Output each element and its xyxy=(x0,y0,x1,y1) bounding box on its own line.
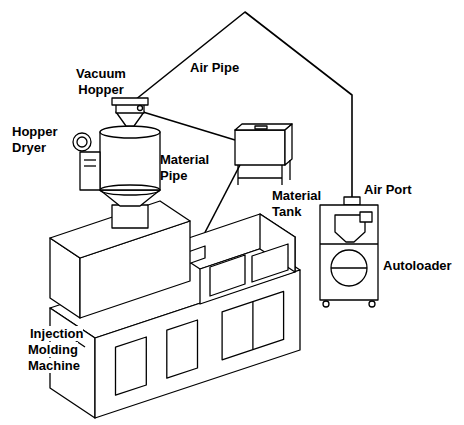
part-label: Vacuum Hopper xyxy=(70,66,132,98)
hopper-dryer xyxy=(73,126,160,228)
label-text: Material Tank xyxy=(272,188,321,219)
label-text: Vacuum Hopper xyxy=(76,66,126,97)
air-pipe xyxy=(135,12,352,197)
label-text: Injection Molding Machine xyxy=(28,326,83,373)
machine-label: Injection Molding Machine xyxy=(28,326,94,374)
label-text: Air Port xyxy=(364,182,412,197)
vacuum-hopper xyxy=(112,98,148,126)
part-label: Material Tank xyxy=(272,188,336,220)
pipe-label: Material Pipe xyxy=(160,152,222,184)
material-tank xyxy=(235,124,292,185)
part-label: Autoloader xyxy=(383,258,459,274)
part-label: Hopper Dryer xyxy=(12,124,68,156)
label-text: Autoloader xyxy=(383,258,452,273)
injection-molding-machine xyxy=(50,201,300,418)
label-text: Hopper Dryer xyxy=(12,124,58,155)
autoloader xyxy=(320,197,378,307)
pipe-label: Air Pipe xyxy=(190,60,260,76)
label-text: Material Pipe xyxy=(160,152,209,183)
label-text: Air Pipe xyxy=(190,60,239,75)
port-label: Air Port xyxy=(364,182,434,198)
